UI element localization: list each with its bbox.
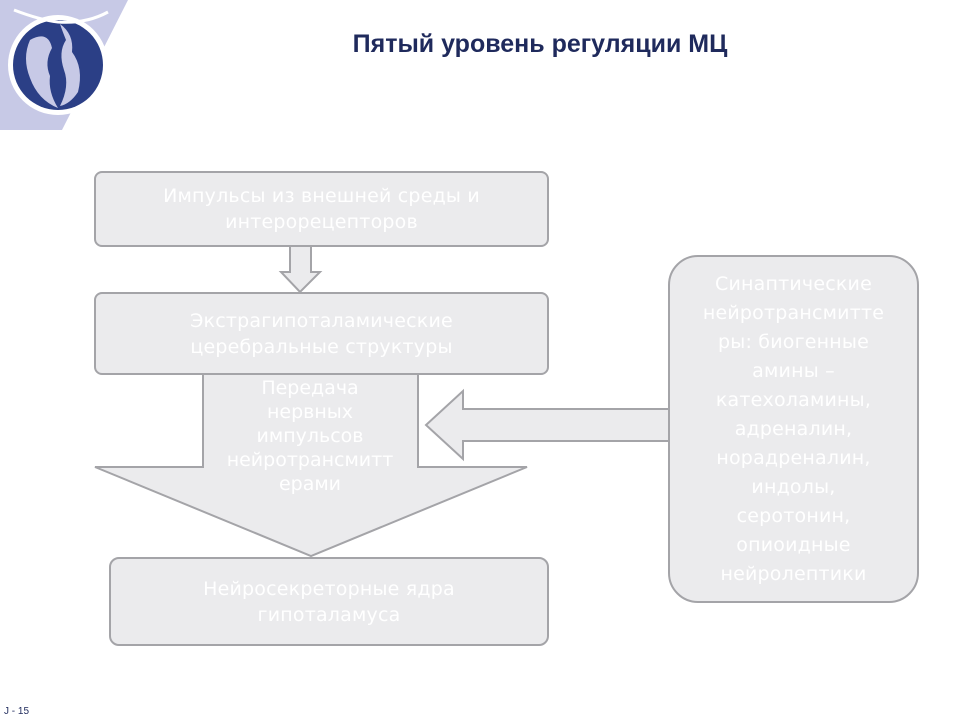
- slide-number: J - 15: [4, 706, 30, 717]
- down-arrow-large: [94, 373, 528, 558]
- transmission-label: Передача нервных импульсов нейротрансмит…: [226, 377, 394, 495]
- down-arrow-small: [278, 245, 323, 294]
- globe-logo-icon: [0, 0, 128, 130]
- slide-title: Пятый уровень регуляции МЦ: [352, 30, 728, 58]
- extrahypothalamic-box: Экстрагипоталамические церебральные стру…: [94, 292, 549, 375]
- neurosecretory-box: Нейросекреторные ядра гипоталамуса: [109, 557, 549, 646]
- left-arrow: [424, 388, 671, 462]
- impulses-box: Импульсы из внешней среды и интерорецепт…: [94, 171, 549, 247]
- synaptic-neurotransmitters-box: Синаптические нейротрансмитте ры: биоген…: [668, 255, 919, 603]
